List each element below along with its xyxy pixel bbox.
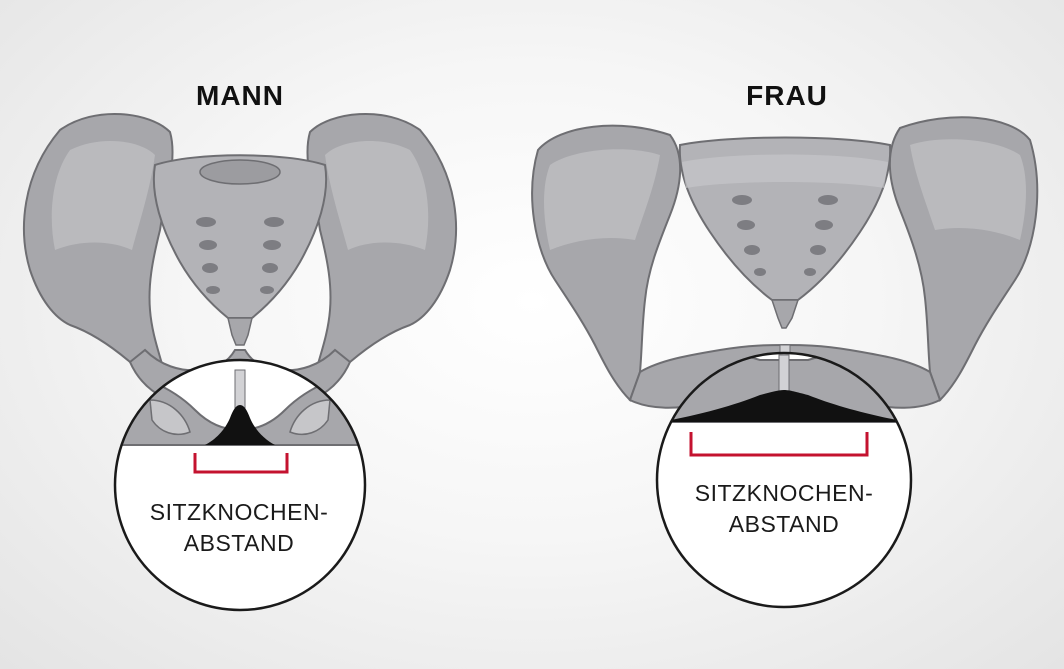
- female-bracket: [689, 432, 869, 457]
- female-zoom-detail: [655, 351, 913, 609]
- male-zoom-circle-outline: [113, 358, 367, 612]
- female-foramen: [804, 268, 816, 276]
- female-zoom-circle-outline: [655, 351, 913, 609]
- male-foramen: [262, 263, 278, 273]
- female-caption: SITZKNOCHEN- ABSTAND: [695, 478, 874, 540]
- male-sacrum: [152, 154, 328, 319]
- panel-male: MANN: [0, 0, 520, 669]
- female-sacral-band: [682, 154, 888, 188]
- male-left-ilium-shade: [51, 140, 155, 250]
- female-zoom-symphysis: [778, 354, 790, 394]
- female-foramen: [810, 245, 826, 255]
- female-foramen: [754, 268, 766, 276]
- male-sacral-top: [199, 159, 281, 185]
- male-right-ilium-shade: [325, 140, 429, 250]
- male-foramen: [264, 217, 284, 227]
- female-caption-line2: ABSTAND: [728, 511, 840, 537]
- male-foramen: [263, 240, 281, 250]
- male-caption: SITZKNOCHEN- ABSTAND: [150, 497, 329, 559]
- panel-title-male: MANN: [196, 80, 284, 111]
- female-caption-line1: SITZKNOCHEN-: [694, 480, 874, 506]
- female-foramen: [737, 220, 755, 230]
- male-zoom-obturator-right: [289, 399, 331, 436]
- male-pubic-arch: [205, 405, 275, 445]
- female-coccyx: [770, 299, 800, 329]
- male-foramen: [260, 286, 274, 294]
- male-foramen: [199, 240, 217, 250]
- female-foramen: [815, 220, 833, 230]
- male-foramen: [206, 286, 220, 294]
- panel-female: FRAU: [520, 0, 1064, 669]
- female-foramen: [818, 195, 838, 205]
- male-caption-line1: SITZKNOCHEN-: [149, 499, 329, 525]
- female-foramen: [732, 195, 752, 205]
- male-bracket: [193, 453, 289, 474]
- male-zoom-detail: [113, 358, 367, 612]
- female-pubic-arch: [660, 390, 908, 422]
- female-right-ilium-shade: [910, 139, 1026, 240]
- panel-title-female: FRAU: [746, 80, 828, 111]
- male-foramen: [196, 217, 216, 227]
- male-coccyx: [227, 317, 253, 346]
- male-zoom-symphysis: [234, 369, 246, 411]
- male-zoom-obturator-left: [149, 399, 191, 436]
- female-left-ilium-shade: [544, 149, 660, 250]
- male-caption-line2: ABSTAND: [183, 530, 295, 556]
- male-foramen: [202, 263, 218, 273]
- female-foramen: [744, 245, 760, 255]
